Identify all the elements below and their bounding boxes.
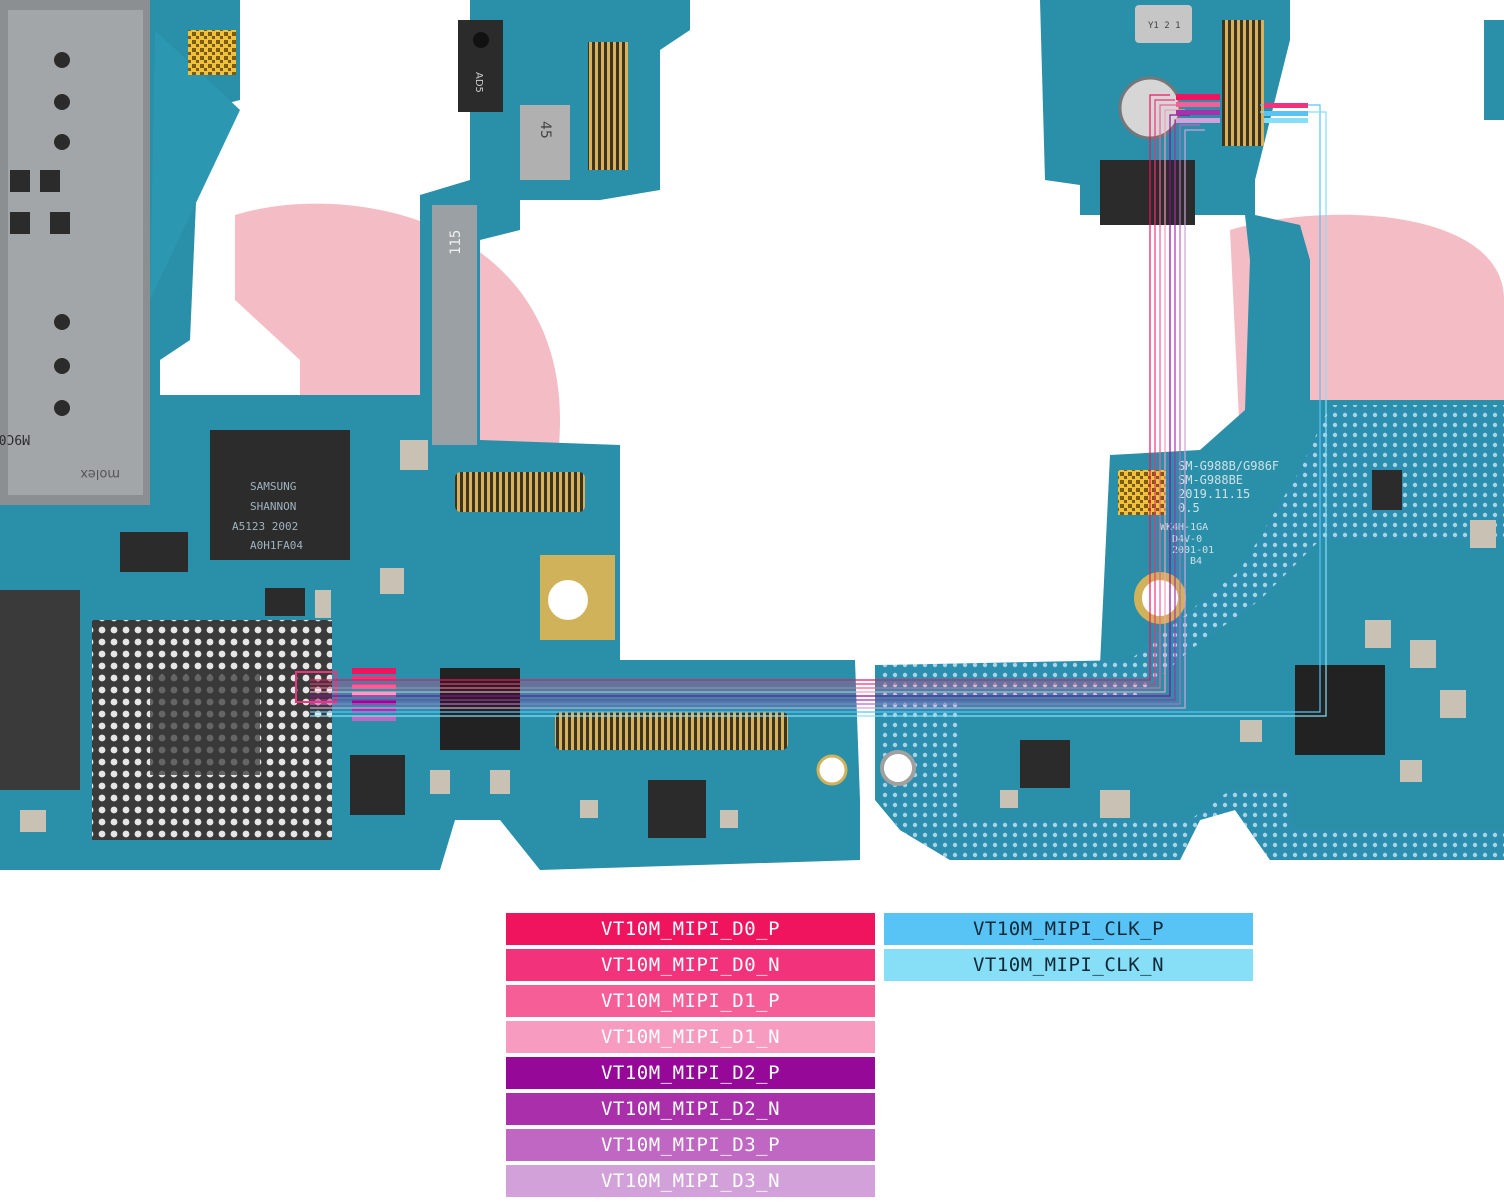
modem-chip-line1: SAMSUNG [250,480,296,493]
modem-chip-line3: A5123 2002 [232,520,298,533]
board-connector-1 [455,472,585,512]
modem-chip-line4: A0H1FA04 [250,539,303,552]
camera-small-marking: AD5 [473,72,484,93]
legend-item-d3-p: VT10M_MIPI_D3_P [506,1129,875,1161]
legend-item-d3-n: VT10M_MIPI_D3_N [506,1165,875,1197]
modem-chip-line2: SHANNON [250,500,296,513]
camera-connector [1222,20,1264,146]
legend-item-d1-n: VT10M_MIPI_D1_N [506,1021,875,1053]
legend-left-column: VT10M_MIPI_D0_P VT10M_MIPI_D0_N VT10M_MI… [506,913,875,1201]
board-model-line3: 2019.11.15 [1178,487,1250,501]
board-connector-2 [555,712,788,750]
legend-right-column: VT10M_MIPI_CLK_P VT10M_MIPI_CLK_N [884,913,1253,985]
memory-chip [0,590,80,790]
sim-brand-marking: molex [80,466,120,481]
sim-tray-marking: M9C05A [0,431,30,446]
legend-item-clk-p: VT10M_MIPI_CLK_P [884,913,1253,945]
legend-item-d2-p: VT10M_MIPI_D2_P [506,1057,875,1089]
board-code-line1: WK4H-1GA [1160,522,1208,533]
legend-item-d0-p: VT10M_MIPI_D0_P [506,913,875,945]
mipi-pads-left [295,668,396,721]
board-qr-code [1118,470,1166,515]
crystal-marking: Y1 2 1 [1148,21,1181,31]
flex-marking: 115 [448,230,464,255]
board-code-line2: D4V-0 [1172,534,1202,545]
sensor-marking: 45 [537,121,553,139]
mipi-pads-right [1176,94,1308,123]
flex-strip [432,205,477,445]
qr-label [188,30,236,75]
crystal [1135,5,1192,43]
right-board: SM-G988B/G986F SM-G988BE 2019.11.15 0.5 … [310,0,1504,860]
board-model-line1: SM-G988B/G986F [1178,459,1279,473]
top-connector [588,42,628,170]
board-code-line3: 2001-01 [1172,545,1214,556]
pcb-board-diagram: M9C05A molex SAMSUNG SHANNON A5123 2002 … [0,0,1504,870]
sensor-chip [520,105,570,180]
left-board: M9C05A molex SAMSUNG SHANNON A5123 2002 … [0,0,860,870]
screw-hole-right [880,750,916,786]
modem-chip [210,430,350,560]
legend-item-d0-n: VT10M_MIPI_D0_N [506,949,875,981]
board-code-line4: B4 [1190,556,1202,567]
legend-item-d1-p: VT10M_MIPI_D1_P [506,985,875,1017]
screw-hole-left [816,754,848,786]
legend-item-d2-n: VT10M_MIPI_D2_N [506,1093,875,1125]
legend-item-clk-n: VT10M_MIPI_CLK_N [884,949,1253,981]
board-model-line4: 0.5 [1178,501,1200,515]
via-field [880,405,1504,695]
board-model-line2: SM-G988BE [1178,473,1243,487]
